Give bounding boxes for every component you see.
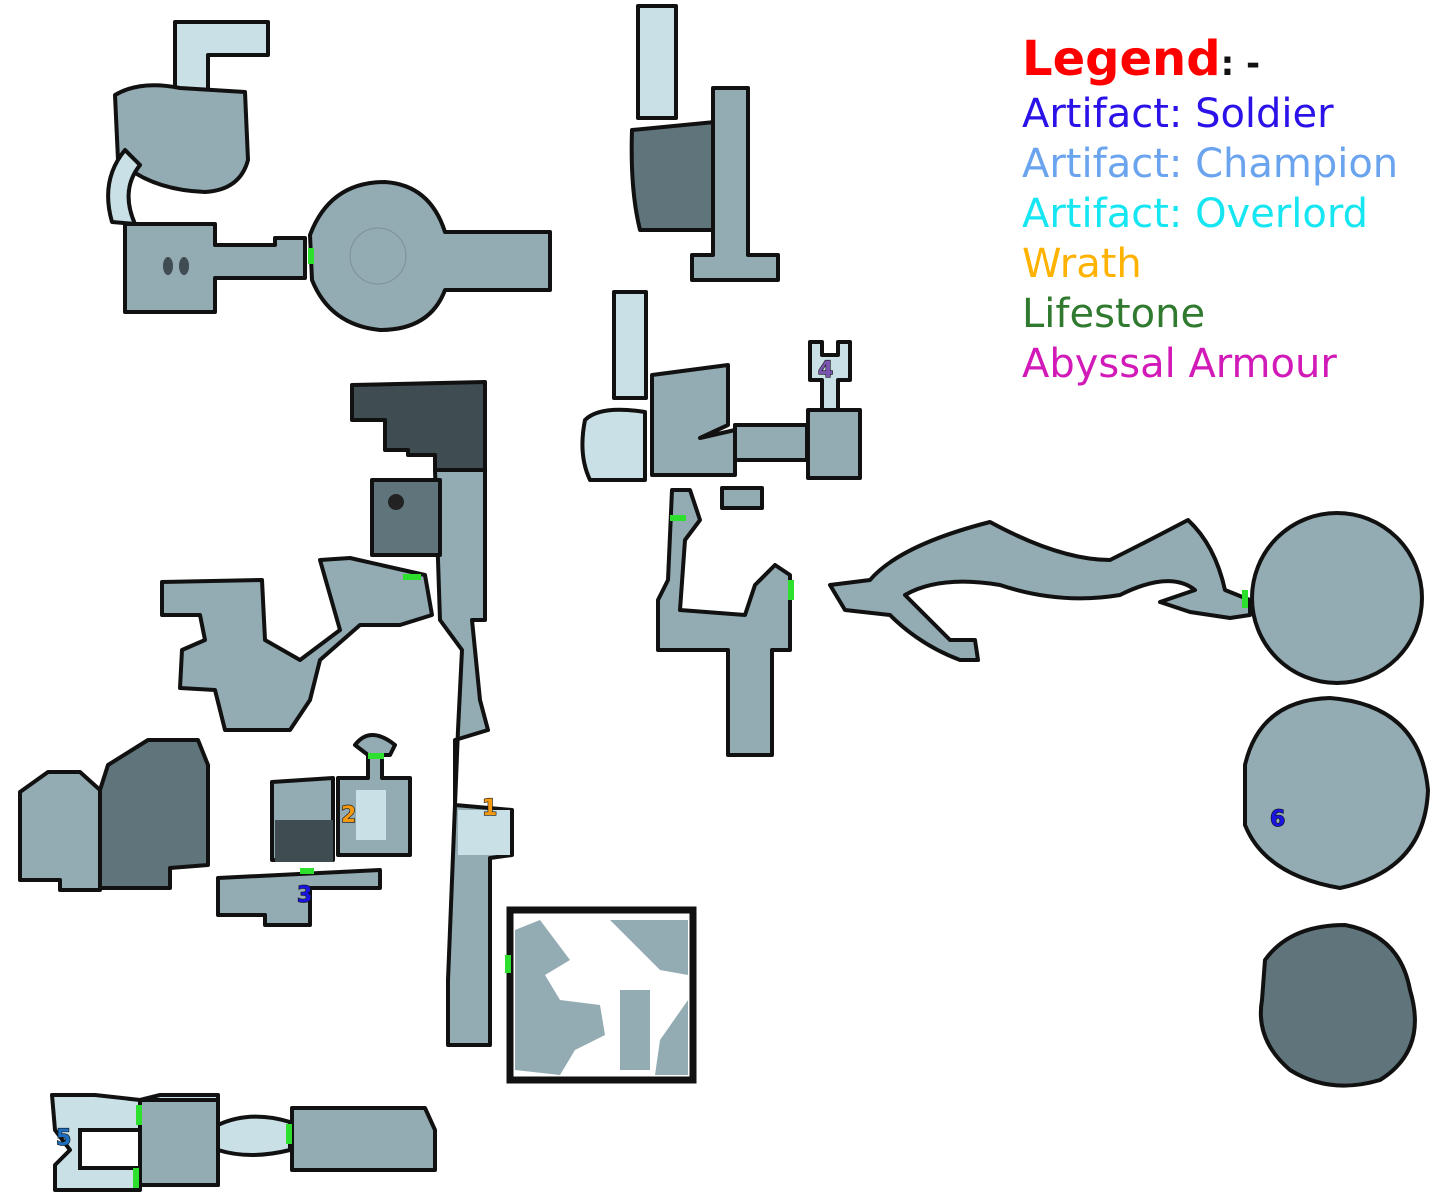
legend-item-wrath: Wrath	[1022, 241, 1142, 287]
legend-item-champion: Artifact: Champion	[1022, 141, 1399, 187]
legend: Legend: - Artifact: Soldier Artifact: Ch…	[1022, 34, 1398, 389]
marker-2[interactable]: 2	[340, 802, 357, 828]
legend-item-soldier: Artifact: Soldier	[1022, 91, 1334, 137]
area-southwest	[50, 1093, 437, 1192]
door-connector	[300, 868, 314, 874]
marker-5[interactable]: 5	[55, 1125, 72, 1151]
legend-item-overlord: Artifact: Overlord	[1022, 191, 1368, 237]
area-northwest	[106, 20, 552, 332]
area-spine	[160, 380, 514, 1047]
legend-title: Legend	[1022, 31, 1221, 87]
door-connector	[286, 1124, 292, 1144]
door-connector	[788, 580, 794, 600]
marker-3[interactable]: 3	[296, 882, 313, 908]
marker-4[interactable]: 4	[817, 357, 834, 383]
legend-item-lifestone: Lifestone	[1022, 291, 1206, 337]
legend-title-row: Legend: -	[1022, 34, 1398, 89]
door-connector	[308, 248, 314, 264]
door-connector	[133, 1168, 139, 1188]
door-connector	[136, 1105, 142, 1125]
area-west	[18, 733, 412, 927]
marker-6[interactable]: 6	[1269, 806, 1286, 832]
legend-item-abyssal-armour: Abyssal Armour	[1022, 341, 1337, 387]
area-central	[580, 290, 862, 757]
door-connector	[670, 515, 686, 521]
marker-1[interactable]: 1	[481, 795, 498, 821]
legend-title-suffix: : -	[1220, 44, 1261, 84]
door-connector	[403, 574, 421, 580]
area-north	[629, 4, 780, 282]
area-east	[828, 511, 1430, 1088]
door-connector	[368, 753, 384, 759]
door-connector	[505, 955, 511, 973]
area-maze	[505, 906, 697, 1084]
door-connector	[1242, 590, 1248, 608]
